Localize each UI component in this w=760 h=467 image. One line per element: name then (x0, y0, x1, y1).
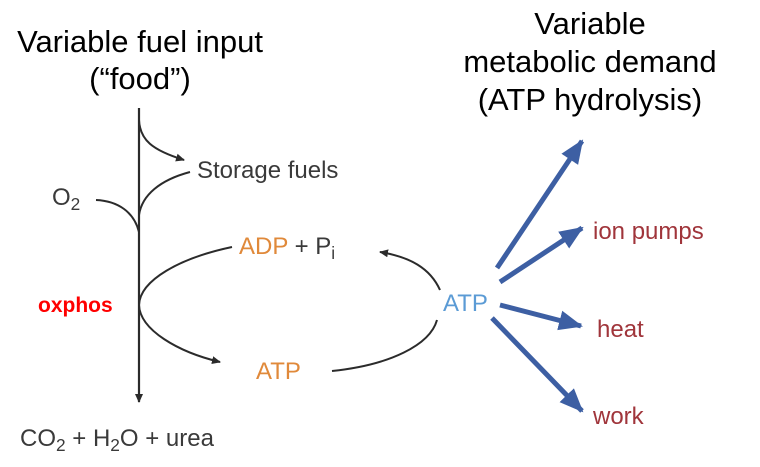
oxphos-label: oxphos (38, 294, 113, 317)
adp-to-atp-arrow (137, 246, 233, 365)
to-storage-arrow (138, 119, 185, 162)
work-label: work (593, 403, 644, 430)
heat-label: heat (597, 316, 644, 343)
adp-pi-label: ADP + Pi (239, 233, 336, 263)
demand-arrow-work (490, 316, 584, 413)
atp-cycle-arrow (331, 252, 441, 372)
from-storage-curve (138, 171, 191, 216)
storage-fuels-label: Storage fuels (197, 157, 339, 184)
o2-input-curve (95, 199, 140, 233)
o2-label: O2 (52, 184, 81, 214)
adp-text: ADP (239, 233, 288, 260)
metabolic-demand-title: Variable metabolic demand (ATP hydrolysi… (463, 6, 717, 117)
products-label: CO2 + H2O + urea (20, 425, 214, 455)
demand-arrow-up (494, 139, 585, 270)
fuel-input-title: Variable fuel input (“food”) (17, 24, 263, 96)
demand-arrow-heat (499, 302, 583, 331)
atp-bottom-label: ATP (256, 358, 301, 385)
demand-arrow-ion-pumps (498, 225, 584, 285)
atp-center-label: ATP (443, 290, 488, 317)
ion-pumps-label: ion pumps (593, 218, 704, 245)
